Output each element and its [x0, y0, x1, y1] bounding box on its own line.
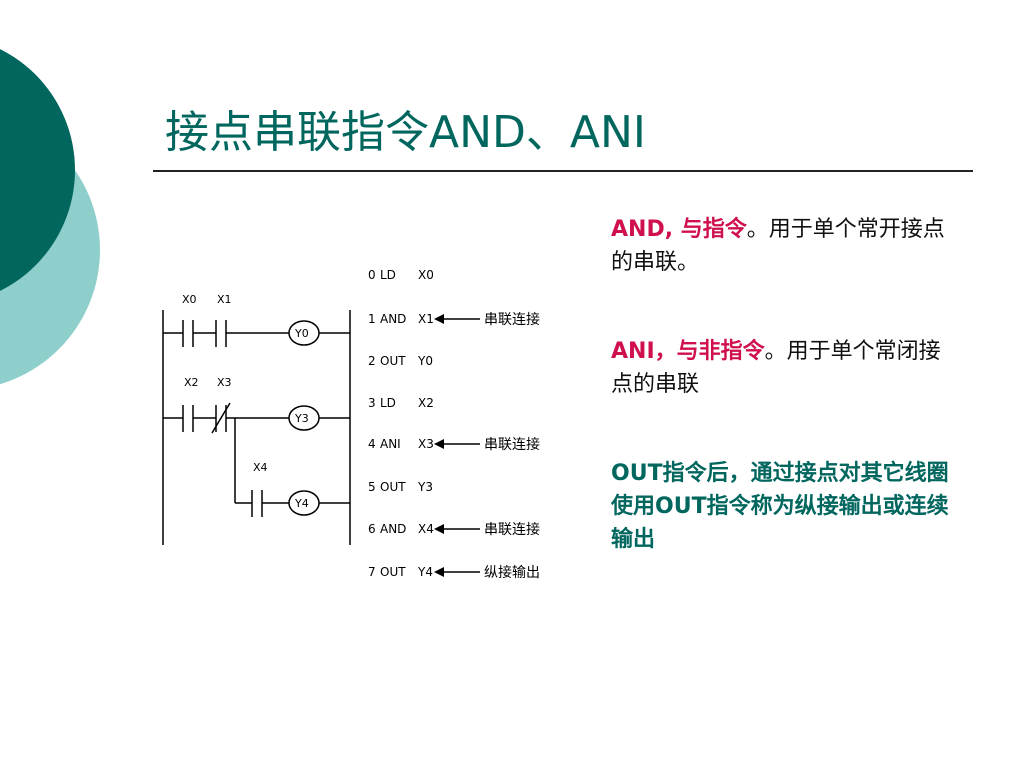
program-line: 1 AND X1 串联连接 [368, 311, 540, 328]
program-line: 7 OUT Y4 纵接输出 [368, 564, 540, 581]
out-text-c: 指令称为纵接输出或连续输出 [611, 494, 949, 552]
svg-text:4: 4 [368, 437, 376, 451]
arrow-head [434, 314, 444, 324]
arrow-head [434, 524, 444, 534]
svg-text:3: 3 [368, 396, 376, 410]
arrow-head [434, 439, 444, 449]
page-title: 接点串联指令AND、ANI [165, 107, 646, 158]
and-body: 。用于单个常开接点的串联。 [611, 217, 945, 275]
svg-text:X4: X4 [418, 522, 434, 536]
svg-text:7: 7 [368, 565, 376, 579]
svg-text:纵接输出: 纵接输出 [484, 564, 540, 581]
program-line: 6 AND X4 串联连接 [368, 521, 540, 538]
coil-label-y0: Y0 [294, 327, 309, 340]
ani-description: ANI，与非指令。用于单个常闭接点的串联 [611, 335, 961, 401]
svg-text:6: 6 [368, 522, 376, 536]
svg-text:X2: X2 [418, 396, 434, 410]
contact-label-x1: X1 [217, 293, 232, 306]
svg-text:Y4: Y4 [417, 565, 433, 579]
ani-body: 。用于单个常闭接点的串联 [611, 339, 941, 397]
program-line: 4 ANI X3 串联连接 [368, 436, 540, 453]
decorative-circles [0, 49, 100, 385]
svg-text:X3: X3 [418, 437, 434, 451]
svg-text:ANI: ANI [380, 437, 401, 451]
svg-text:OUT: OUT [380, 354, 406, 368]
and-description: AND, 与指令。用于单个常开接点的串联。 [611, 213, 961, 279]
svg-text:串联连接: 串联连接 [484, 436, 540, 453]
svg-text:Y3: Y3 [417, 480, 433, 494]
svg-text:OUT: OUT [380, 565, 406, 579]
program-listing: 0 LD X0 1 AND X1 串联连接 2 OUT Y0 3 LD X2 4… [368, 268, 540, 581]
out-description: OUT指令后，通过接点对其它线圈使用OUT指令称为纵接输出或连续输出 [611, 457, 961, 556]
svg-text:2: 2 [368, 354, 376, 368]
and-term: AND, 与指令 [611, 217, 747, 242]
svg-text:串联连接: 串联连接 [484, 311, 540, 328]
svg-text:LD: LD [380, 268, 396, 282]
ladder-diagram: X0 X1 Y0 X2 X3 Y3 X4 Y4 0 LD X0 1 AND [162, 268, 540, 581]
contact-label-x4: X4 [253, 461, 268, 474]
arrow-head [434, 567, 444, 577]
rung-3-branch [234, 418, 350, 517]
program-line: 0 LD X0 [368, 268, 434, 282]
contact-label-x0: X0 [182, 293, 197, 306]
program-line: 2 OUT Y0 [368, 354, 433, 368]
svg-text:X0: X0 [418, 268, 434, 282]
svg-text:串联连接: 串联连接 [484, 521, 540, 538]
dark-teal-circle [0, 49, 75, 291]
svg-text:AND: AND [380, 522, 406, 536]
contact-label-x2: X2 [184, 376, 199, 389]
svg-text:X1: X1 [418, 312, 434, 326]
svg-text:Y0: Y0 [417, 354, 433, 368]
rung-1 [163, 320, 350, 347]
rung-2 [163, 402, 350, 434]
svg-text:0: 0 [368, 268, 376, 282]
svg-text:AND: AND [380, 312, 406, 326]
svg-text:OUT: OUT [380, 480, 406, 494]
out-text-b: OUT [655, 494, 707, 519]
out-text-a: OUT指令后，通过接点对其它线圈使用 [611, 461, 949, 519]
ani-term: ANI，与非指令 [611, 339, 765, 364]
svg-text:LD: LD [380, 396, 396, 410]
title-divider [153, 170, 973, 172]
program-line: 5 OUT Y3 [368, 480, 433, 494]
svg-text:5: 5 [368, 480, 376, 494]
program-line: 3 LD X2 [368, 396, 434, 410]
svg-text:1: 1 [368, 312, 376, 326]
contact-label-x3: X3 [217, 376, 232, 389]
coil-label-y3: Y3 [294, 412, 309, 425]
coil-label-y4: Y4 [294, 497, 309, 510]
